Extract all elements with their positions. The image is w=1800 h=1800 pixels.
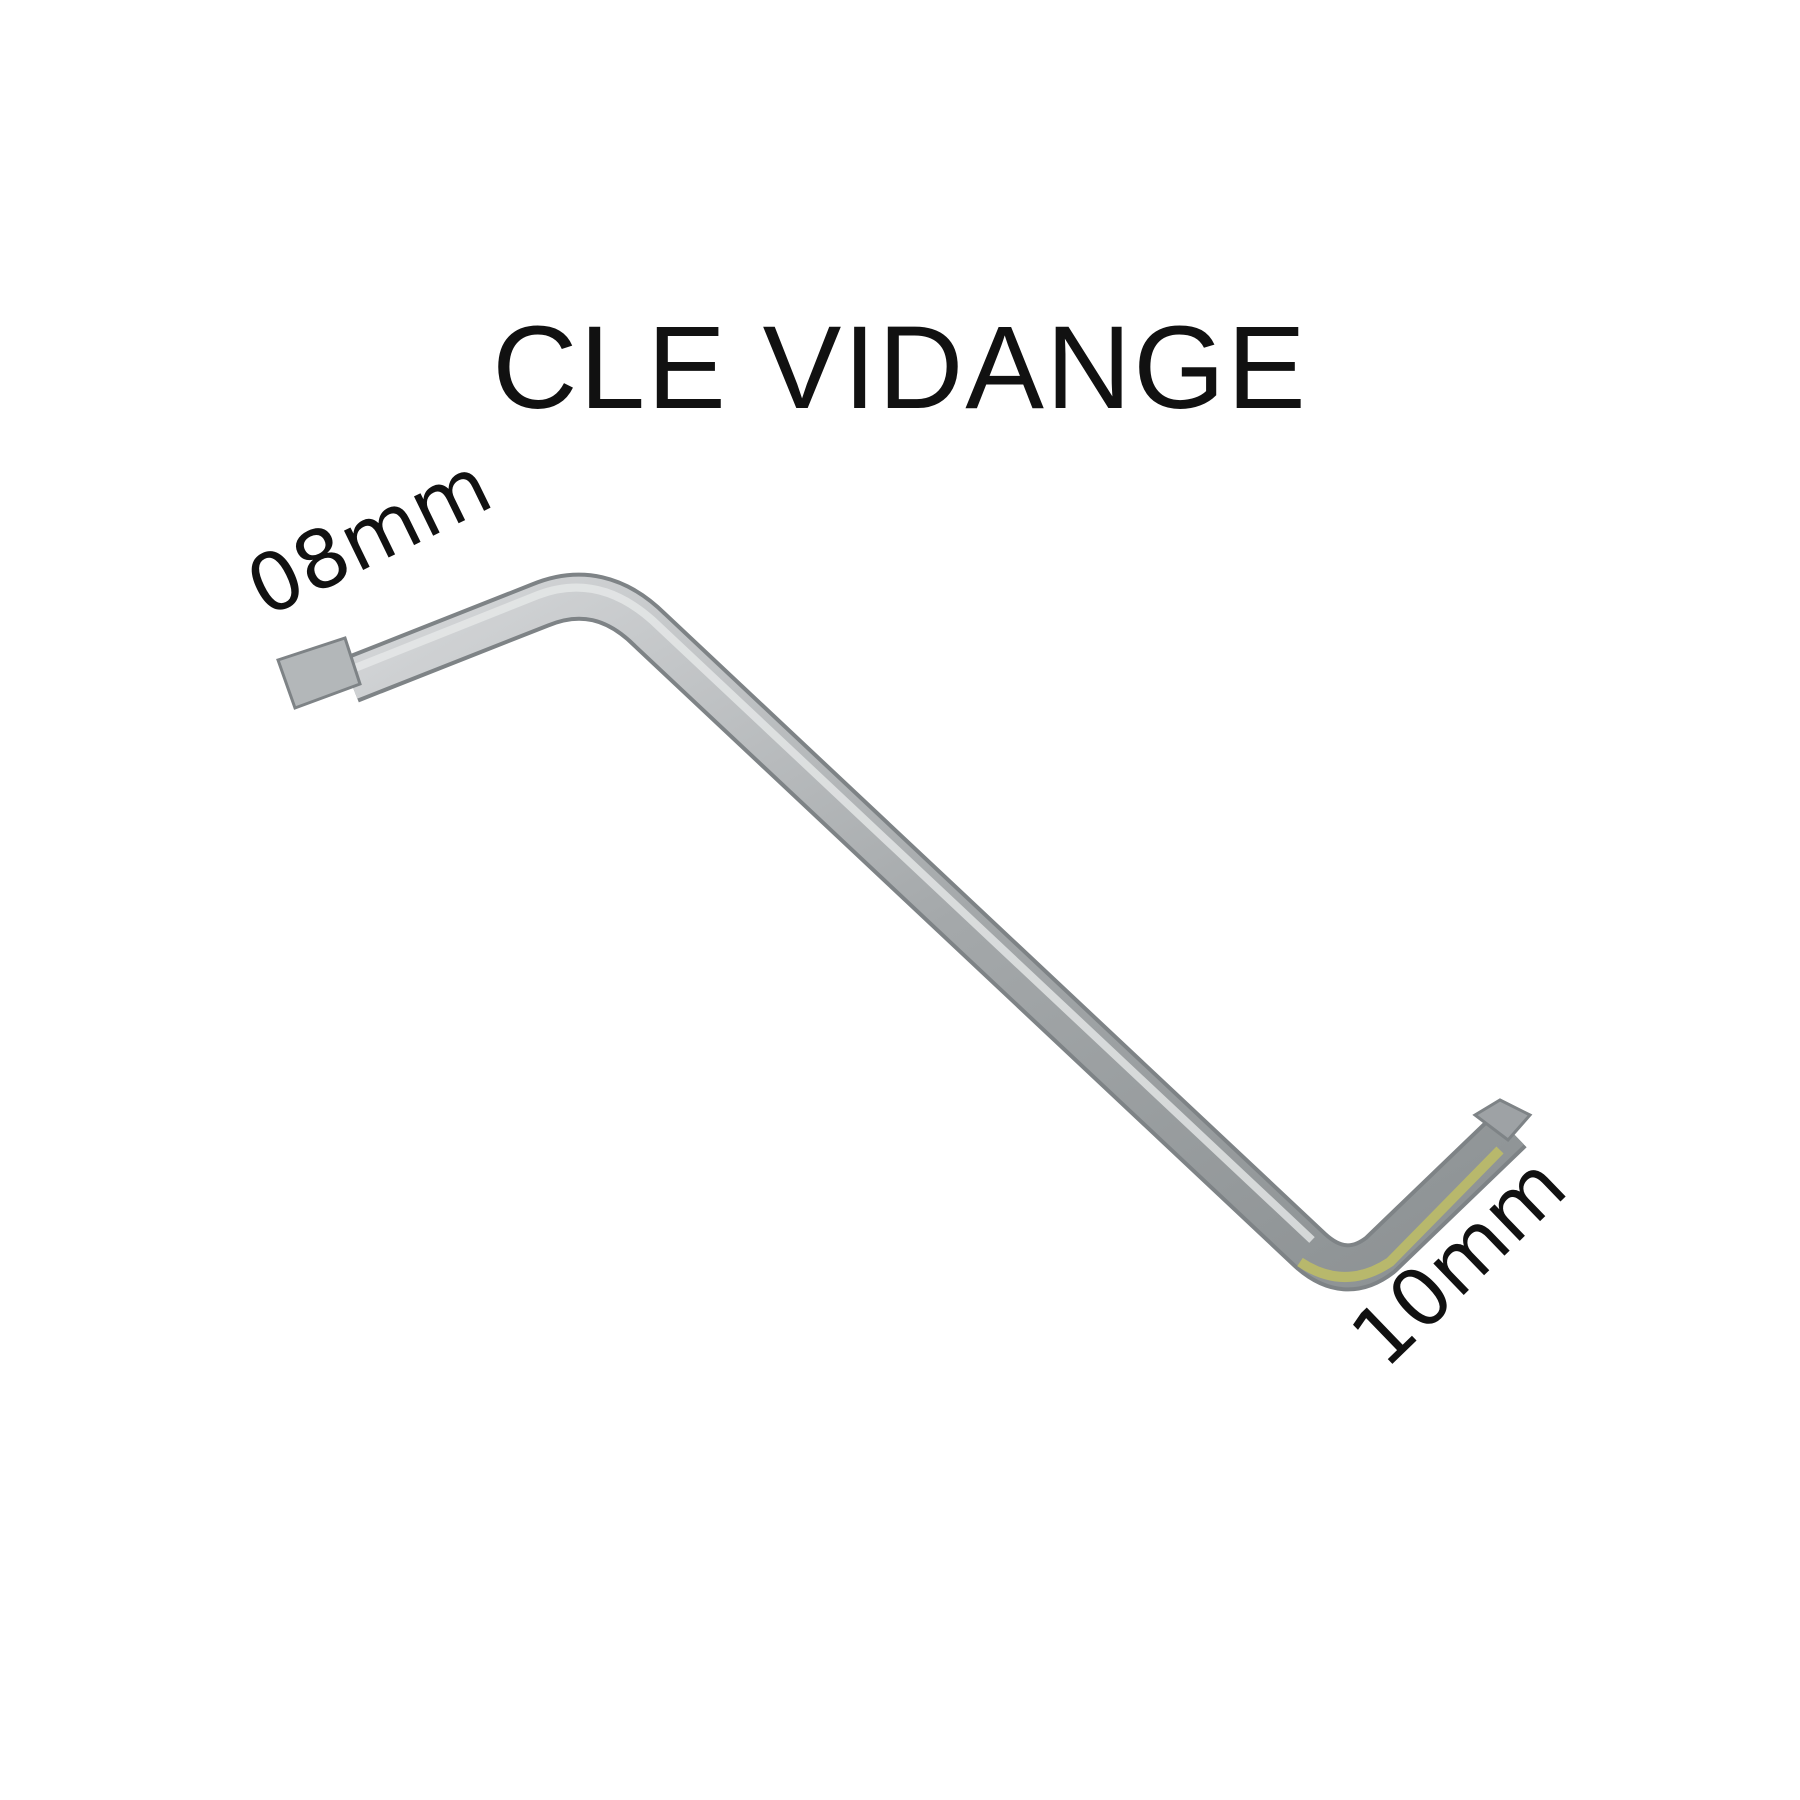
square-tip-8mm (276, 636, 362, 710)
square-tip-10mm (1472, 1098, 1533, 1143)
title: CLE VIDANGE (492, 302, 1308, 434)
wrench-body (341, 572, 1527, 1292)
